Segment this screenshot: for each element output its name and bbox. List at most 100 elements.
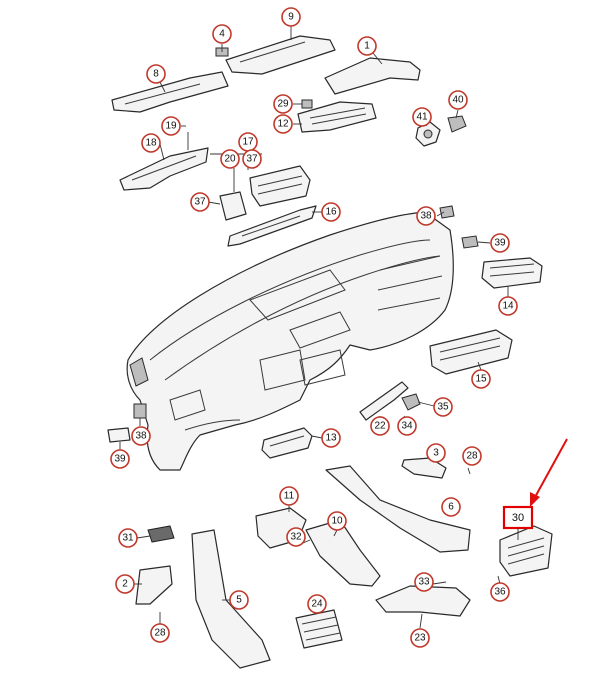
svg-text:38: 38 xyxy=(420,211,432,222)
part-31-clip xyxy=(147,525,175,543)
callout-16: 16 xyxy=(321,202,341,222)
svg-text:23: 23 xyxy=(414,633,426,644)
part-8-trim xyxy=(111,71,229,113)
svg-text:37: 37 xyxy=(246,154,258,165)
part-24-vent xyxy=(295,609,343,649)
svg-text:30: 30 xyxy=(512,512,524,524)
callout-38-left: 38 xyxy=(131,426,151,446)
svg-text:39: 39 xyxy=(114,454,126,465)
svg-text:24: 24 xyxy=(311,599,323,610)
svg-text:16: 16 xyxy=(325,207,337,218)
svg-text:32: 32 xyxy=(290,532,302,543)
callout-12: 12 xyxy=(273,114,293,134)
svg-text:34: 34 xyxy=(401,421,413,432)
callout-28-right: 28 xyxy=(462,446,482,466)
svg-text:22: 22 xyxy=(374,421,386,432)
svg-text:6: 6 xyxy=(448,502,454,513)
callout-13: 13 xyxy=(321,428,341,448)
svg-text:35: 35 xyxy=(437,402,449,413)
part-22-hose xyxy=(359,381,409,421)
part-6-duct xyxy=(325,465,471,553)
svg-text:28: 28 xyxy=(154,628,166,639)
callout-14: 14 xyxy=(498,296,518,316)
callout-36: 36 xyxy=(490,582,510,602)
part-38-bracket xyxy=(439,205,455,219)
leader-lines xyxy=(119,26,509,629)
part-30-vent xyxy=(499,525,553,577)
part-40-sensor xyxy=(447,115,467,133)
svg-text:33: 33 xyxy=(418,577,430,588)
callout-34: 34 xyxy=(397,416,417,436)
part-14-vent xyxy=(481,257,543,289)
svg-text:2: 2 xyxy=(122,579,128,590)
callout-37-side: 37 xyxy=(190,192,210,212)
part-18-vent xyxy=(119,147,209,191)
callout-1: 1 xyxy=(357,36,377,56)
part-16-vent xyxy=(227,205,317,247)
svg-text:38: 38 xyxy=(135,431,147,442)
svg-text:39: 39 xyxy=(494,238,506,249)
callout-6: 6 xyxy=(441,497,461,517)
callout-3: 3 xyxy=(426,443,446,463)
callout-2: 2 xyxy=(115,574,135,594)
part-34-sensor xyxy=(401,393,421,411)
part-1-duct xyxy=(324,57,421,95)
callout-19: 19 xyxy=(161,116,181,136)
part-12-vent xyxy=(297,101,377,133)
callout-9: 9 xyxy=(281,7,301,27)
callout-41: 41 xyxy=(412,107,432,127)
svg-text:18: 18 xyxy=(145,138,157,149)
red-arrow xyxy=(530,438,568,507)
callout-15: 15 xyxy=(471,369,491,389)
highlight-box-30: 30 xyxy=(502,505,534,530)
part-5-duct xyxy=(191,529,271,669)
svg-text:1: 1 xyxy=(364,41,370,52)
callout-37-top: 37 xyxy=(242,149,262,169)
svg-text:20: 20 xyxy=(224,154,236,165)
callout-39-left: 39 xyxy=(110,449,130,469)
callout-28-left: 28 xyxy=(150,623,170,643)
part-41-sensor xyxy=(415,121,441,147)
part-38-bracket-left xyxy=(133,403,147,419)
svg-text:3: 3 xyxy=(433,448,439,459)
part-15-vent xyxy=(429,329,513,375)
callout-20: 20 xyxy=(220,149,240,169)
part-20-module xyxy=(219,191,247,221)
svg-text:15: 15 xyxy=(475,374,487,385)
part-2-bracket xyxy=(135,565,173,605)
svg-text:13: 13 xyxy=(325,433,337,444)
svg-text:17: 17 xyxy=(242,137,254,148)
svg-text:37: 37 xyxy=(194,197,206,208)
part-29-clip xyxy=(301,99,313,109)
part-17-vent xyxy=(249,165,311,207)
svg-text:11: 11 xyxy=(284,491,295,502)
svg-text:29: 29 xyxy=(277,99,289,110)
callout-10: 10 xyxy=(327,511,347,531)
part-9-trim xyxy=(225,35,336,75)
part-39-bracket xyxy=(461,235,479,249)
svg-text:14: 14 xyxy=(502,301,514,312)
dashboard-panel xyxy=(126,211,454,471)
callout-39-top: 39 xyxy=(490,233,510,253)
svg-text:9: 9 xyxy=(288,12,294,23)
callout-38-top: 38 xyxy=(416,206,436,226)
callout-33: 33 xyxy=(414,572,434,592)
callout-24: 24 xyxy=(307,594,327,614)
callout-22: 22 xyxy=(370,416,390,436)
svg-text:31: 31 xyxy=(122,533,134,544)
svg-text:12: 12 xyxy=(277,119,289,130)
callout-32: 32 xyxy=(286,527,306,547)
callout-35: 35 xyxy=(433,397,453,417)
callout-23: 23 xyxy=(410,628,430,648)
callout-40: 40 xyxy=(448,90,468,110)
callout-11: 11 xyxy=(279,486,299,506)
callout-29: 29 xyxy=(273,94,293,114)
svg-text:36: 36 xyxy=(494,587,506,598)
callout-31: 31 xyxy=(118,528,138,548)
svg-text:5: 5 xyxy=(236,595,242,606)
svg-text:4: 4 xyxy=(219,29,225,40)
callout-8: 8 xyxy=(146,64,166,84)
part-10-duct xyxy=(305,519,381,587)
part-39-mount-left xyxy=(107,427,131,443)
